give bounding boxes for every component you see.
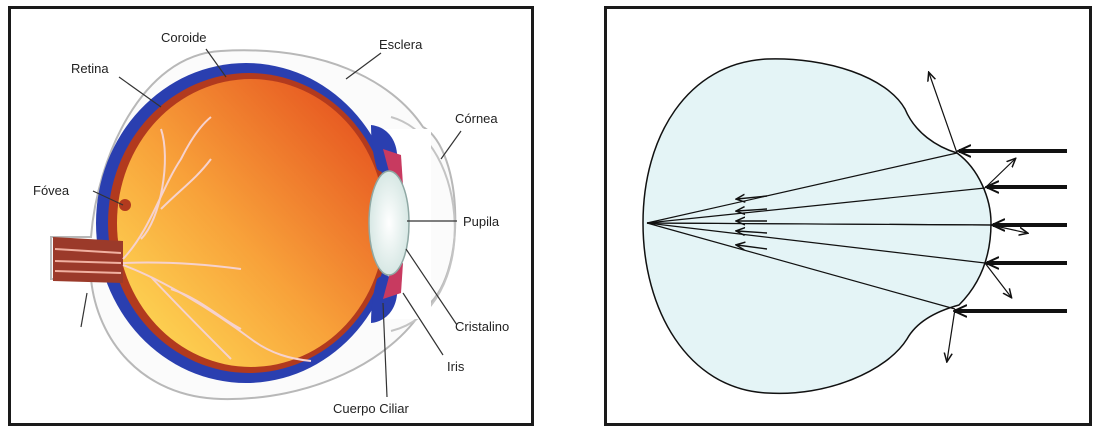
optic-nerve [53, 237, 123, 283]
label-coroide: Coroide [161, 30, 207, 45]
eye-optics-panel [604, 6, 1092, 426]
label-iris: Iris [447, 359, 465, 374]
label-esclera: Esclera [379, 37, 423, 52]
eye-outline [643, 59, 991, 394]
label-cuerpo-ciliar: Cuerpo Ciliar [333, 401, 410, 416]
label-fovea: Fóvea [33, 183, 70, 198]
eye-optics-diagram [607, 9, 1089, 423]
eye-anatomy-diagram: Coroide Esclera Retina Córnea Fóvea Pupi… [11, 9, 531, 423]
label-cornea: Córnea [455, 111, 498, 126]
eye-anatomy-panel: Coroide Esclera Retina Córnea Fóvea Pupi… [8, 6, 534, 426]
lens-shape [369, 171, 409, 275]
label-pupila: Pupila [463, 214, 500, 229]
label-retina: Retina [71, 61, 109, 76]
label-cristalino: Cristalino [455, 319, 509, 334]
fovea-spot [119, 199, 131, 211]
vitreous-body [117, 79, 385, 367]
